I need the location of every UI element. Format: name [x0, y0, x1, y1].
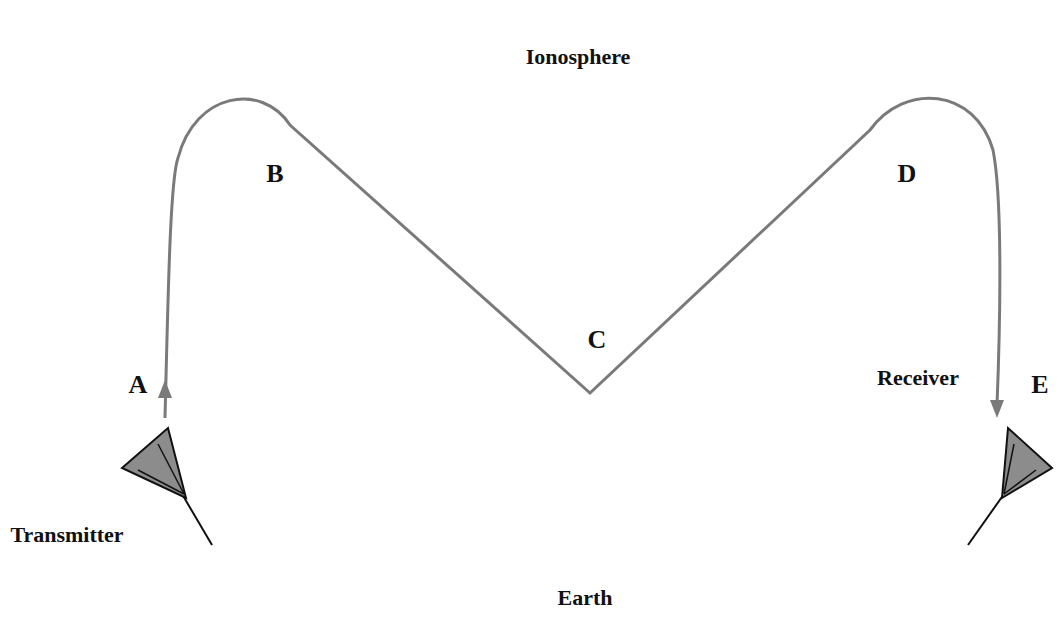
transmitter-label: Transmitter	[10, 523, 123, 547]
ionosphere-band: Ionosphere	[145, 30, 1035, 170]
point-letter: C	[588, 326, 607, 355]
earth-surface: Earth	[145, 390, 1035, 626]
node-title: Ionosphere	[526, 45, 631, 69]
transmitter-antenna	[122, 428, 212, 545]
point-letter: D	[898, 160, 917, 189]
arrow-head	[990, 400, 1004, 418]
receiver-label: Receiver	[877, 366, 959, 390]
point-letter: E	[1031, 371, 1048, 400]
radio-ray	[165, 98, 1000, 418]
point-letter: B	[266, 160, 283, 189]
receiver-antenna	[968, 428, 1052, 545]
arrow-head	[158, 380, 172, 398]
node-title: Earth	[558, 586, 613, 610]
point-letter: A	[129, 371, 148, 400]
